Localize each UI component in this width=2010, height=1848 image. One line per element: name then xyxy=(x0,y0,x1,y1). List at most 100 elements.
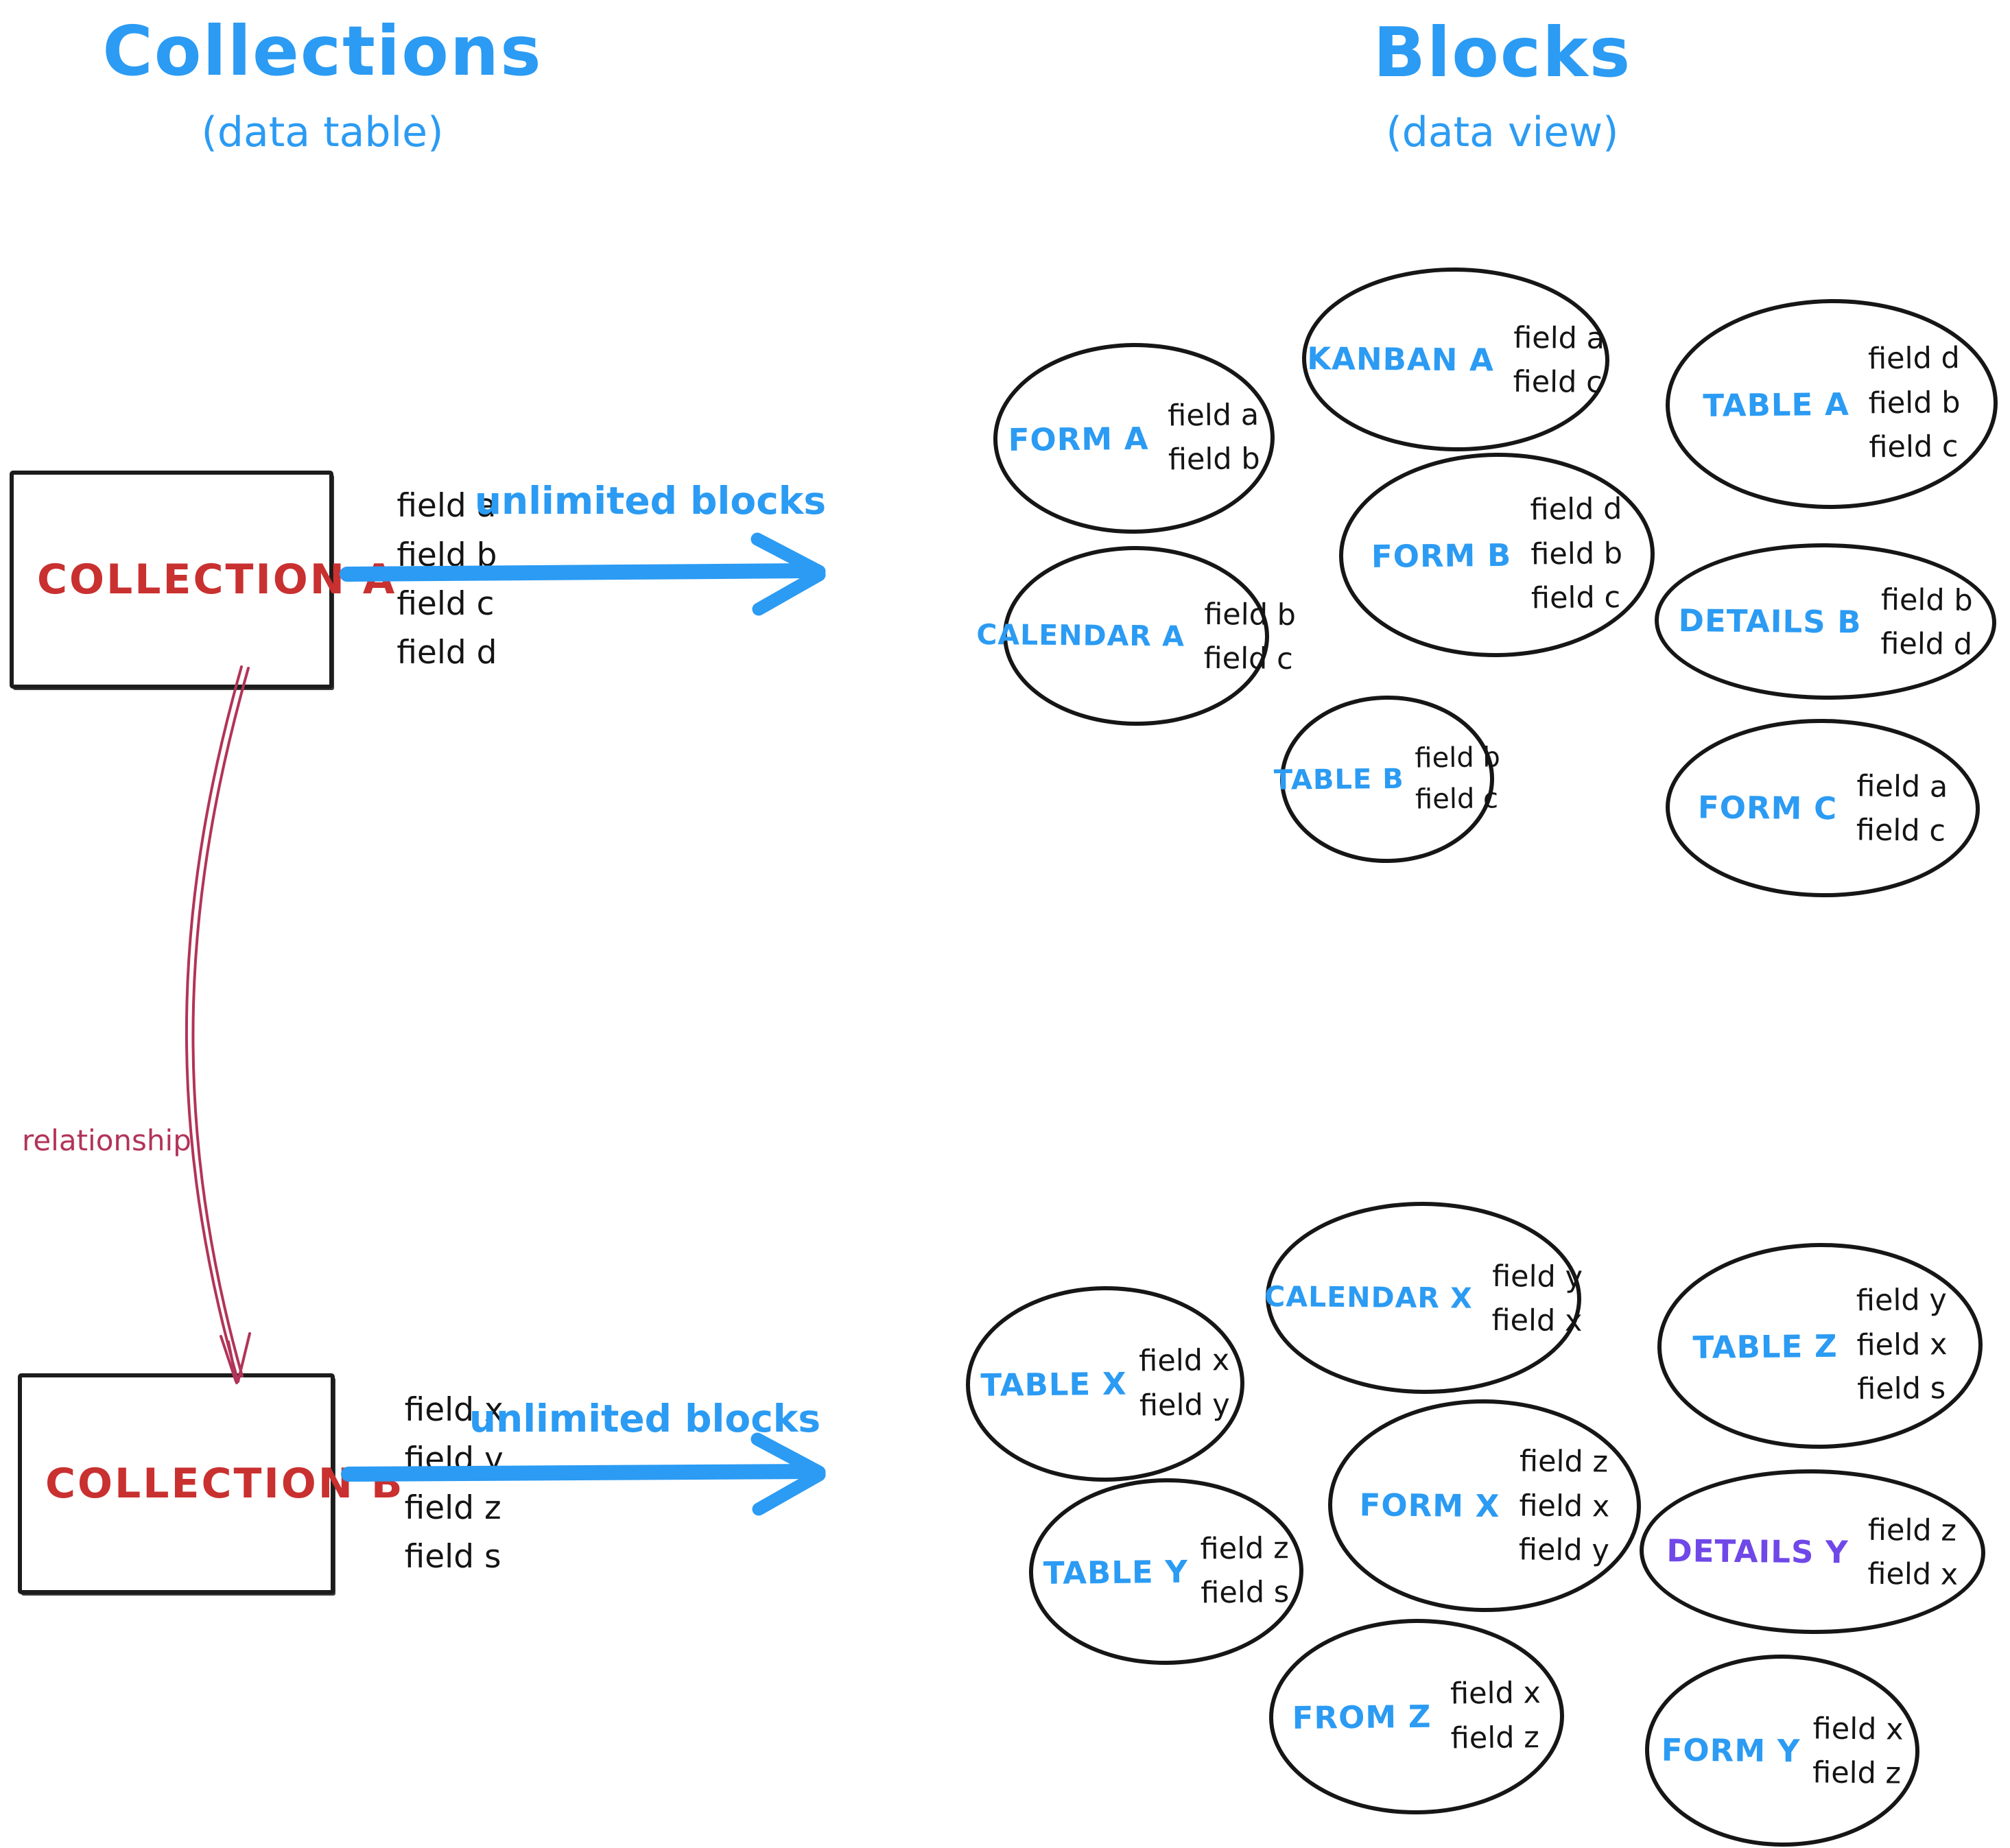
block-field: field b xyxy=(1530,536,1623,572)
block-form-a-label: FORM A xyxy=(1008,420,1149,458)
block-form-x-fields: field z field x field y xyxy=(1519,1440,1611,1574)
unlimited-blocks-label-top: unlimited blocks xyxy=(474,479,827,523)
block-table-y-label: TABLE Y xyxy=(1043,1553,1189,1591)
block-calendar-x: CALENDAR X field y field x xyxy=(1264,1200,1583,1396)
block-details-y-fields: field z field x xyxy=(1867,1508,1959,1597)
block-form-a: FORM A field a field b xyxy=(992,341,1276,536)
block-field: field y xyxy=(1856,1283,1948,1318)
block-table-x-label: TABLE X xyxy=(980,1365,1127,1403)
block-form-b-fields: field d field b field c xyxy=(1530,487,1623,621)
collection-a-field: field b xyxy=(397,536,497,574)
block-field: field b xyxy=(1415,742,1501,774)
collections-title: Collections xyxy=(102,11,543,91)
block-field: field s xyxy=(1856,1371,1946,1407)
block-form-x: FORM X field z field x field y xyxy=(1327,1398,1642,1613)
block-field: field y xyxy=(1518,1532,1609,1568)
collection-b-fields: field x field y field z field s xyxy=(405,1386,542,1582)
block-field: field x xyxy=(1450,1676,1541,1711)
block-details-y-label: DETAILS Y xyxy=(1666,1532,1849,1570)
block-table-x-fields: field x field y xyxy=(1139,1338,1230,1428)
block-table-y-fields: field z field s xyxy=(1200,1526,1289,1615)
block-field: field b xyxy=(1168,442,1260,477)
block-table-b-fields: field b field c xyxy=(1415,737,1501,820)
block-from-z-fields: field x field z xyxy=(1450,1671,1541,1760)
block-field: field b xyxy=(1880,582,1973,618)
block-field: field x xyxy=(1519,1489,1610,1524)
block-form-c: FORM C field a field c xyxy=(1664,718,1981,899)
block-table-a-label: TABLE A xyxy=(1703,386,1850,424)
block-table-b-label: TABLE B xyxy=(1273,763,1404,796)
collection-a-field: field d xyxy=(397,634,497,672)
block-form-y: FORM Y field x field z xyxy=(1644,1653,1921,1848)
block-field: field c xyxy=(1856,813,1946,849)
block-from-z: FROM Z field x field z xyxy=(1268,1617,1565,1816)
relationship-label: relationship xyxy=(22,1124,191,1157)
collection-b-field: field x xyxy=(404,1391,504,1430)
block-field: field c xyxy=(1415,783,1499,816)
block-field: field z xyxy=(1867,1513,1957,1548)
block-field: field x xyxy=(1812,1711,1904,1747)
block-form-b: FORM B field d field b field c xyxy=(1338,451,1656,659)
collection-a-field: field a xyxy=(397,487,497,525)
block-calendar-x-label: CALENDAR X xyxy=(1264,1279,1474,1315)
block-details-b-label: DETAILS B xyxy=(1678,602,1862,640)
collection-b-field: field y xyxy=(404,1440,504,1478)
block-field: field x xyxy=(1491,1303,1583,1339)
block-form-x-label: FORM X xyxy=(1359,1486,1500,1524)
block-field: field s xyxy=(1201,1575,1290,1611)
collections-subtitle: (data table) xyxy=(201,108,444,156)
block-field: field x xyxy=(1139,1343,1230,1379)
block-details-b-fields: field b field d xyxy=(1880,578,1973,667)
block-calendar-x-fields: field y field x xyxy=(1491,1254,1583,1343)
collection-a-field: field c xyxy=(397,585,495,623)
block-field: field a xyxy=(1856,768,1948,805)
collection-a-box: COLLECTION A field a field b field c fie… xyxy=(10,471,497,689)
blocks-title: Blocks xyxy=(1373,12,1632,93)
block-form-a-fields: field a field b xyxy=(1168,393,1260,482)
block-field: field d xyxy=(1880,626,1973,662)
block-field: field z xyxy=(1519,1444,1609,1480)
block-field: field c xyxy=(1869,429,1959,465)
block-table-z-fields: field y field x field s xyxy=(1856,1278,1948,1412)
block-details-b: DETAILS B field b field d xyxy=(1654,541,1997,702)
block-kanban-a-label: KANBAN A xyxy=(1307,340,1495,378)
block-form-y-fields: field x field z xyxy=(1812,1707,1904,1796)
block-details-y: DETAILS Y field z field x xyxy=(1638,1467,1987,1636)
block-table-y: TABLE Y field z field s xyxy=(1028,1476,1305,1667)
block-field: field z xyxy=(1812,1755,1902,1791)
collection-b-box: COLLECTION B field x field y field z fie… xyxy=(18,1373,504,1594)
block-table-a: TABLE A field d field b field c xyxy=(1664,297,1999,511)
block-field: field d xyxy=(1867,341,1961,377)
collection-b-field: field s xyxy=(404,1538,501,1576)
unlimited-blocks-label-bottom: unlimited blocks xyxy=(469,1397,821,1441)
block-table-x: TABLE X field x field y xyxy=(965,1284,1246,1484)
relationship-arrow xyxy=(185,665,251,1384)
block-field: field x xyxy=(1856,1327,1948,1363)
block-table-b: TABLE B field b field c xyxy=(1274,694,1500,864)
block-field: field c xyxy=(1513,364,1603,400)
block-field: field z xyxy=(1200,1530,1289,1566)
block-field: field y xyxy=(1139,1387,1231,1423)
block-field: field d xyxy=(1530,492,1622,528)
block-table-a-fields: field d field b field c xyxy=(1868,336,1961,470)
block-field: field b xyxy=(1868,385,1961,421)
block-form-c-label: FORM C xyxy=(1697,788,1838,827)
collection-a-name: COLLECTION A xyxy=(37,556,397,604)
block-form-c-fields: field a field c xyxy=(1856,764,1948,853)
block-field: field c xyxy=(1530,580,1621,616)
block-calendar-a-fields: field b field c xyxy=(1203,592,1296,681)
block-form-b-label: FORM B xyxy=(1371,536,1512,575)
block-form-y-label: FORM Y xyxy=(1661,1731,1801,1769)
collection-b-name: COLLECTION B xyxy=(45,1460,405,1508)
block-table-z: TABLE Z field y field x field s xyxy=(1656,1241,1984,1451)
block-calendar-a: CALENDAR A field b field c xyxy=(976,545,1296,727)
block-field: field a xyxy=(1167,397,1260,433)
block-field: field y xyxy=(1491,1259,1583,1294)
block-table-z-label: TABLE Z xyxy=(1692,1327,1838,1366)
block-kanban-a: KANBAN A field a field c xyxy=(1301,266,1611,453)
block-field: field a xyxy=(1513,320,1605,356)
blocks-subtitle: (data view) xyxy=(1386,108,1619,156)
collection-a-fields: field a field b field c field d xyxy=(397,482,535,678)
block-calendar-a-label: CALENDAR A xyxy=(976,617,1185,653)
